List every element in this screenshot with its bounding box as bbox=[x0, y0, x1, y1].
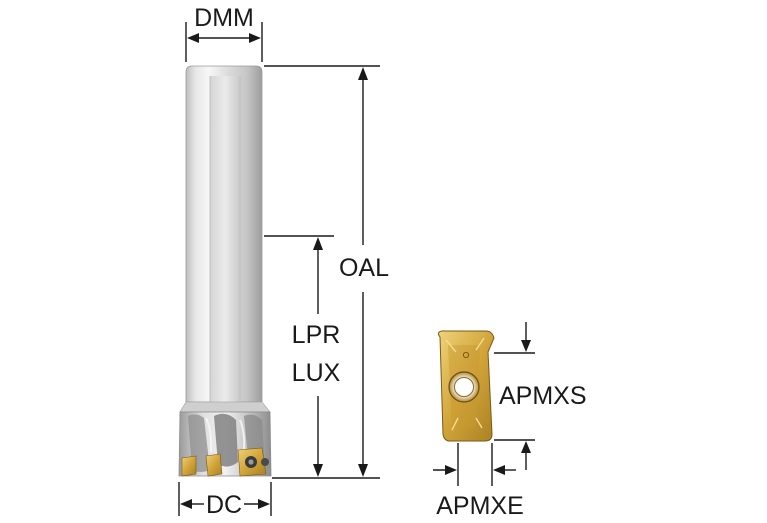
dimension-apmxe: APMXE bbox=[433, 443, 524, 520]
cutter-neck bbox=[179, 401, 271, 413]
label-dmm: DMM bbox=[194, 4, 254, 32]
insert-marking bbox=[462, 351, 470, 359]
shank-flat bbox=[210, 76, 240, 402]
indexable-insert bbox=[437, 330, 495, 442]
dimension-dmm: DMM bbox=[185, 4, 263, 62]
label-oal: OAL bbox=[339, 254, 389, 282]
head-insert-2 bbox=[205, 453, 223, 477]
dimension-oal: OAL bbox=[264, 65, 389, 479]
label-lpr: LPR bbox=[292, 321, 341, 349]
label-apmxe: APMXE bbox=[436, 492, 524, 520]
flute-2 bbox=[214, 413, 238, 467]
dimension-dc: DC bbox=[178, 482, 272, 519]
dimension-lpr-lux: LPR LUX bbox=[264, 235, 341, 477]
label-apmxs: APMXS bbox=[499, 382, 587, 410]
label-lux: LUX bbox=[292, 359, 341, 387]
dimension-apmxs: APMXS bbox=[494, 322, 587, 470]
end-mill-cutter bbox=[178, 65, 272, 477]
head-insert-1 bbox=[181, 455, 197, 477]
label-dc: DC bbox=[206, 491, 242, 519]
